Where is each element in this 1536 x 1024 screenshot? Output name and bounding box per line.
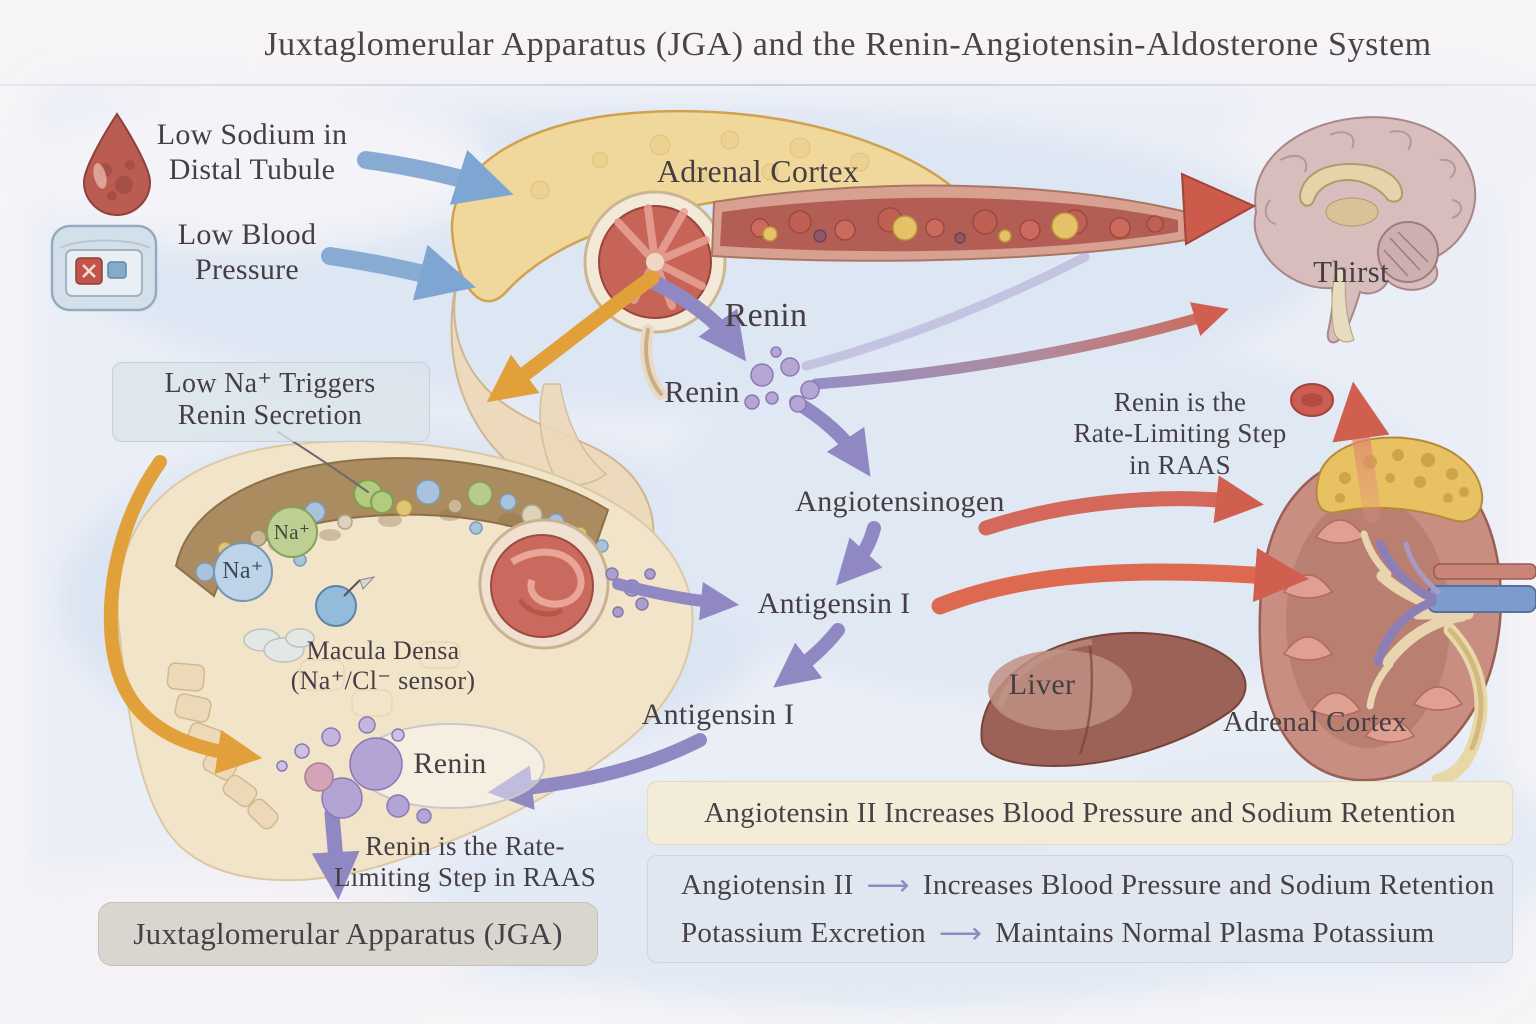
effects-row-1: Angiotensin II ⟶ Increases Blood Pressur… xyxy=(681,869,1495,902)
flow-arrows xyxy=(103,149,1390,900)
arrow-adrenal-to-jga xyxy=(486,270,660,403)
na-blue-label: Na⁺ xyxy=(222,558,264,584)
effects-row-2: Potassium Excretion ⟶ Maintains Normal P… xyxy=(681,917,1434,950)
renin-upper-label: Renin xyxy=(724,297,808,334)
na-ion-green-circle xyxy=(266,506,318,558)
arrow-to-renin-granules xyxy=(487,733,707,810)
red-blood-cell xyxy=(1290,383,1334,417)
thirst-label: Thirst xyxy=(1313,254,1389,289)
arrow-low-bp xyxy=(321,244,476,301)
arrow-to-kidney-upper xyxy=(978,475,1264,536)
macula-densa-cells xyxy=(243,628,315,663)
adrenal-cortex-top-label: Adrenal Cortex xyxy=(656,153,860,189)
arrow-to-kidney-lower xyxy=(931,547,1310,615)
arrow-angiotensinogen-to-angiotensin-i xyxy=(835,521,883,586)
macula-densa-label: Macula Densa (Na⁺/Cl⁻ sensor) xyxy=(291,636,476,696)
arrow-jga-loop xyxy=(103,455,263,775)
effects-banner: Angiotensin II ⟶ Increases Blood Pressur… xyxy=(647,855,1513,963)
headline-banner-text: Angiotensin II Increases Blood Pressure … xyxy=(704,796,1456,829)
low-sodium-label: Low Sodium in Distal Tubule xyxy=(157,118,348,188)
renin-bubble-label: Renin xyxy=(413,747,487,780)
row1-effect: Increases Blood Pressure and Sodium Rete… xyxy=(922,869,1495,901)
liver-illustration xyxy=(980,631,1247,768)
jga-closeup-illustration xyxy=(116,440,694,882)
curve-renin-fade xyxy=(801,252,1090,371)
rate-limiting-right-label: Renin is the Rate-Limiting Step in RAAS xyxy=(1073,387,1286,481)
low-na-line2: Renin Secretion xyxy=(177,400,363,432)
low-na-line1: Low Na⁺ Triggers xyxy=(164,368,376,399)
low-na-callout-box xyxy=(112,362,430,442)
na-ion-blue-circle xyxy=(213,542,273,602)
bp-monitor-icon xyxy=(50,224,158,312)
title-divider xyxy=(0,84,1536,86)
arrow-aldosterone-up xyxy=(1332,381,1390,523)
arrow-vessel-to-brain xyxy=(1180,172,1257,246)
arrow-low-sodium xyxy=(357,149,514,205)
angiotensinogen-label: Angiotensinogen xyxy=(795,485,1005,518)
row1-subject: Angiotensin II xyxy=(681,869,854,901)
low-sodium-line2: Distal Tubule xyxy=(168,152,336,186)
low-bp-line2: Pressure xyxy=(194,252,300,286)
low-na-callout-label: Low Na⁺ Triggers Renin Secretion xyxy=(165,368,376,433)
macula-densa-line2: (Na⁺/Cl⁻ sensor) xyxy=(290,666,476,696)
low-bp-label: Low Blood Pressure xyxy=(178,218,317,288)
arrow-jga-to-angiotensin-i xyxy=(612,578,740,621)
arrow-angiotensin-i-down xyxy=(773,623,845,688)
low-bp-line1: Low Blood xyxy=(177,218,317,251)
flow-arrow-icon: ⟶ xyxy=(866,868,910,902)
rate-left-line1: Renin is the Rate- xyxy=(365,831,565,861)
page-title: Juxtaglomerular Apparatus (JGA) and the … xyxy=(264,26,1432,63)
row2-subject: Potassium Excretion xyxy=(681,917,926,949)
blood-drop-icon xyxy=(82,112,152,216)
green-granule-cluster xyxy=(353,479,394,514)
renin-lower-label: Renin xyxy=(664,374,740,409)
rate-limiting-left-label: Renin is the Rate- Limiting Step in RAAS xyxy=(334,831,596,894)
flow-arrow-icon: ⟶ xyxy=(938,916,983,950)
rate-right-line3: in RAAS xyxy=(1129,449,1231,480)
jga-label-text: Juxtaglomerular Apparatus (JGA) xyxy=(133,916,563,951)
jga-label-box: Juxtaglomerular Apparatus (JGA) xyxy=(98,902,598,966)
rate-right-line1: Renin is the xyxy=(1113,387,1247,417)
liver-label: Liver xyxy=(1008,668,1076,701)
adrenal-cortex-bottom-label: Adrenal Cortex xyxy=(1223,706,1407,738)
low-sodium-line1: Low Sodium in xyxy=(156,118,348,151)
na-green-label: Na⁺ xyxy=(273,520,311,544)
arrow-granules-to-jga-label xyxy=(311,806,360,900)
arrow-renin-release xyxy=(642,272,747,362)
macula-densa-line1: Macula Densa xyxy=(306,636,460,665)
arrow-renin-to-thirst xyxy=(810,302,1229,390)
angiotensin-i-upper-label: Antigensin I xyxy=(757,587,911,620)
sensor-ion xyxy=(315,576,376,627)
angiotensin-i-lower-label: Antigensin I xyxy=(641,698,795,731)
rate-left-line2: Limiting Step in RAAS xyxy=(333,862,597,893)
brain-illustration xyxy=(1253,116,1477,344)
row2-effect: Maintains Normal Plasma Potassium xyxy=(995,917,1435,949)
renin-granules-bottom xyxy=(276,716,545,824)
renin-granules-top xyxy=(744,346,820,413)
rate-right-line2: Rate-Limiting Step xyxy=(1073,418,1287,449)
headline-banner: Angiotensin II Increases Blood Pressure … xyxy=(647,781,1513,845)
